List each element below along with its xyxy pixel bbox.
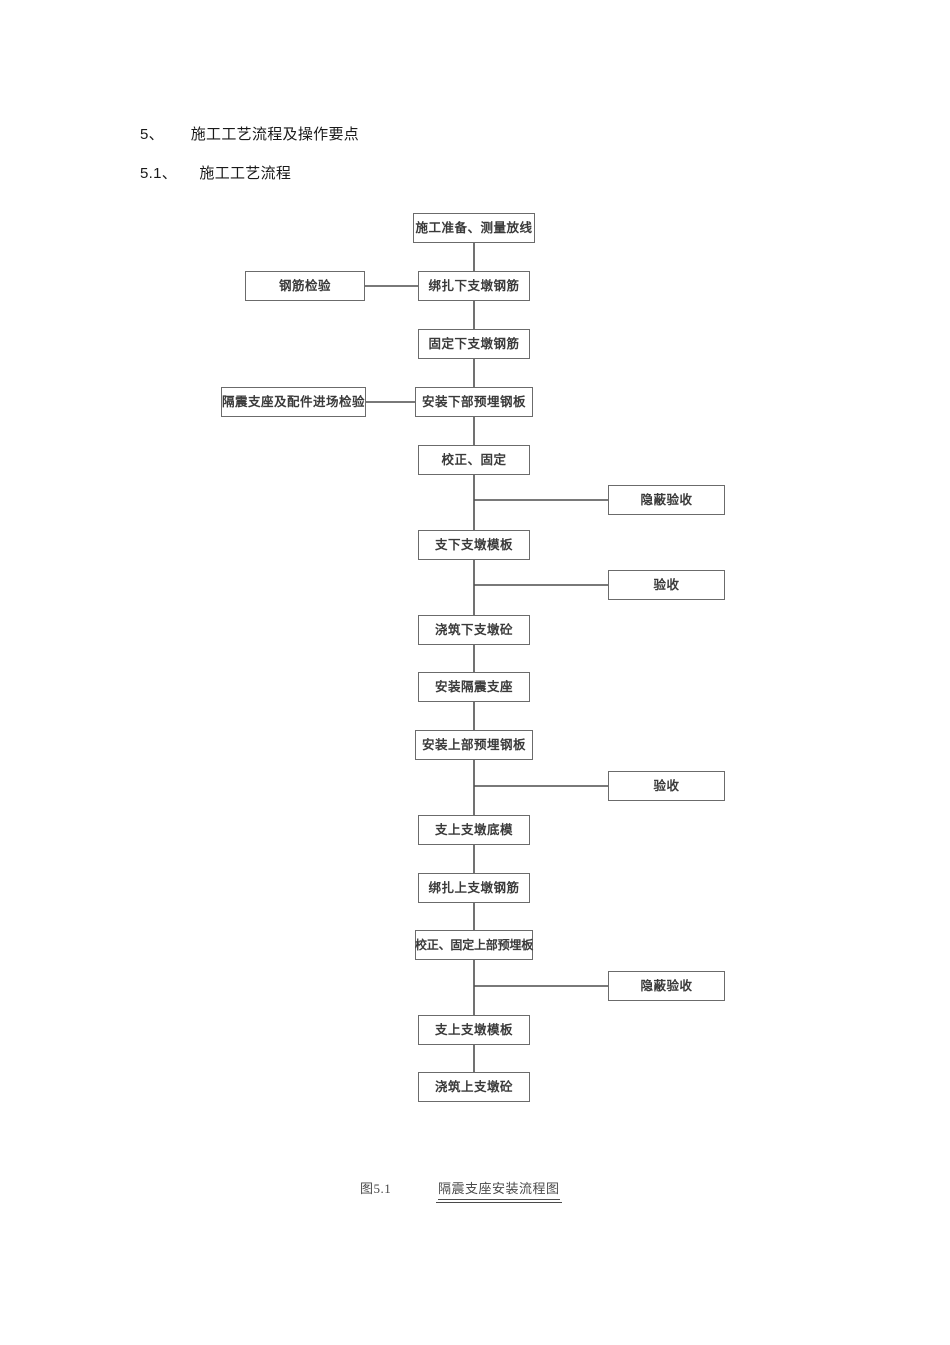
flow-node-main-n12: 校正、固定上部预埋板: [415, 930, 533, 960]
section-heading-5: 5、 施工工艺流程及操作要点: [140, 126, 360, 143]
flow-node-main-n1: 施工准备、测量放线: [413, 213, 535, 243]
flow-node-check-r2: 验收: [608, 570, 725, 600]
flow-node-main-n5: 校正、固定: [418, 445, 530, 475]
flow-node-main-n9: 安装上部预埋钢板: [415, 730, 533, 760]
flow-node-check-r4: 隐蔽验收: [608, 971, 725, 1001]
figure-title: 隔震支座安装流程图: [436, 1178, 562, 1203]
flow-node-main-n4: 安装下部预埋钢板: [415, 387, 533, 417]
flow-node-main-n3: 固定下支墩钢筋: [418, 329, 530, 359]
flow-node-main-n2: 绑扎下支墩钢筋: [418, 271, 530, 301]
flow-node-main-n10: 支上支墩底模: [418, 815, 530, 845]
flow-node-main-n11: 绑扎上支墩钢筋: [418, 873, 530, 903]
flow-node-main-n7: 浇筑下支墩砼: [418, 615, 530, 645]
flow-node-main-n6: 支下支墩模板: [418, 530, 530, 560]
figure-caption: 图5.1 隔震支座安装流程图: [360, 1178, 562, 1203]
flow-node-check-r1: 隐蔽验收: [608, 485, 725, 515]
section-heading-5-1: 5.1、 施工工艺流程: [140, 165, 292, 182]
flow-node-input-l1: 钢筋检验: [245, 271, 365, 301]
figure-number: 图5.1: [360, 1181, 392, 1196]
flow-node-check-r3: 验收: [608, 771, 725, 801]
flow-node-main-n13: 支上支墩模板: [418, 1015, 530, 1045]
flow-node-main-n8: 安装隔震支座: [418, 672, 530, 702]
flow-node-main-n14: 浇筑上支墩砼: [418, 1072, 530, 1102]
flow-node-input-l2: 隔震支座及配件进场检验: [221, 387, 366, 417]
